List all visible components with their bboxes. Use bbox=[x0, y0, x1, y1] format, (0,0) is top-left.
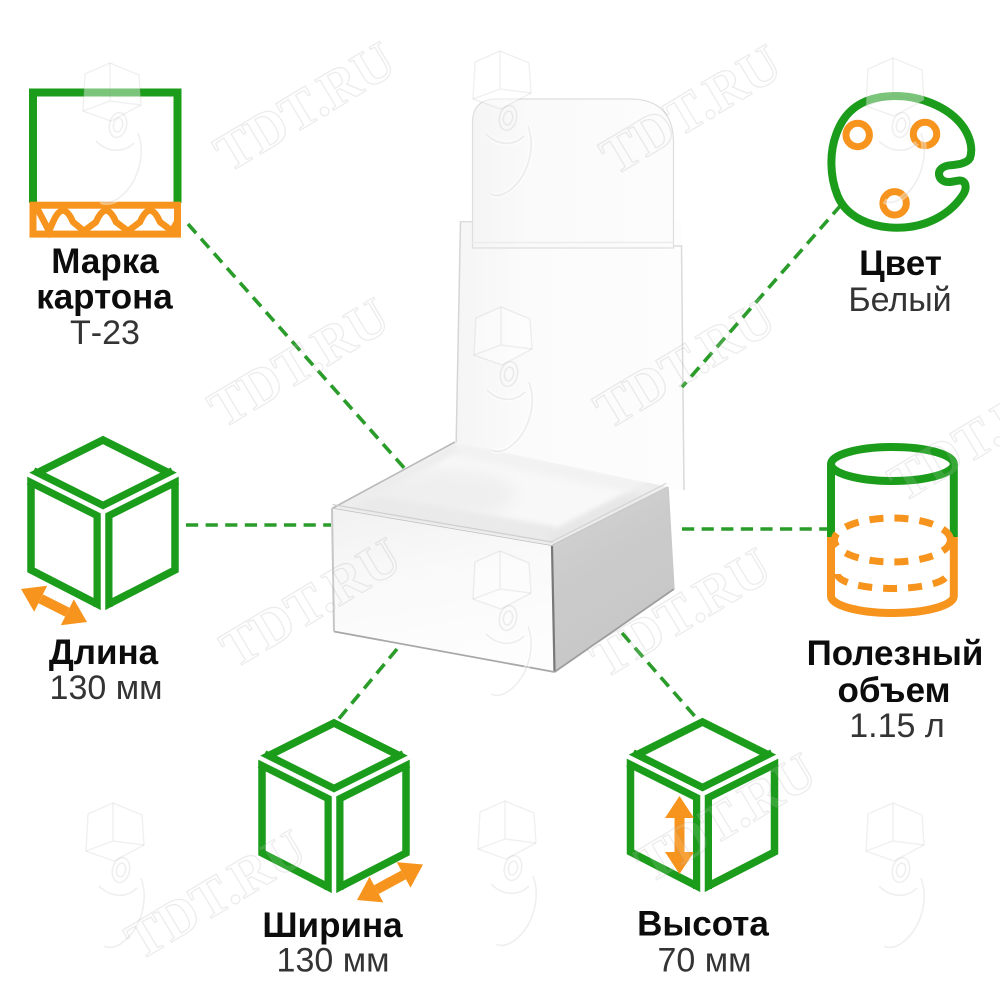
svg-text:Марка: Марка bbox=[51, 242, 159, 281]
svg-text:130 мм: 130 мм bbox=[277, 942, 390, 980]
svg-text:Цвет: Цвет bbox=[859, 244, 942, 283]
svg-text:картона: картона bbox=[36, 278, 173, 317]
svg-text:Белый: Белый bbox=[848, 281, 951, 319]
svg-text:Ширина: Ширина bbox=[262, 906, 403, 945]
svg-text:1.15 л: 1.15 л bbox=[849, 707, 944, 745]
svg-text:Полезный: Полезный bbox=[807, 634, 984, 673]
svg-text:Длина: Длина bbox=[49, 633, 159, 672]
svg-text:Высота: Высота bbox=[637, 905, 769, 944]
svg-text:70 мм: 70 мм bbox=[657, 942, 751, 980]
svg-text:130 мм: 130 мм bbox=[50, 669, 163, 707]
svg-text:Т-23: Т-23 bbox=[70, 314, 140, 352]
svg-text:объем: объем bbox=[838, 671, 951, 710]
